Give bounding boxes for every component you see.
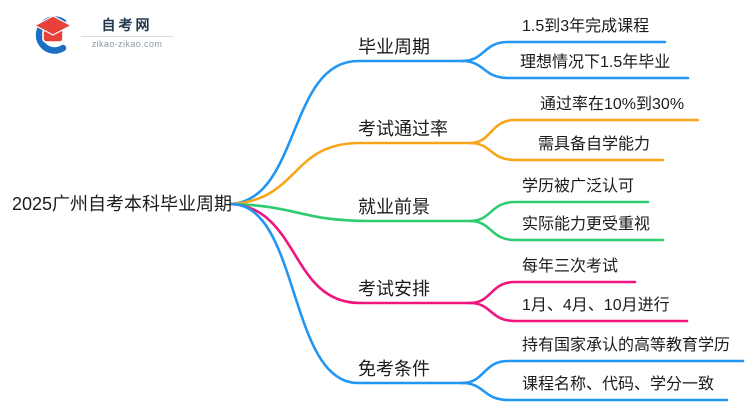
root-node: 2025广州自考本科毕业周期 — [12, 194, 233, 214]
leaf-graduation-cycle-1: 1.5到3年完成课程 — [522, 18, 650, 35]
branch-exemption: 免考条件 — [358, 359, 430, 379]
leaf-line-exemption-2 — [460, 381, 729, 402]
branch-line-pass-rate — [229, 141, 472, 206]
branch-graduation-cycle: 毕业周期 — [358, 37, 430, 57]
site-logo: 自考网 zikao-zikao.com — [30, 11, 173, 55]
leaf-exam-schedule-1: 每年三次考试 — [522, 258, 619, 275]
leaf-line-job-prospects-2 — [468, 219, 665, 242]
leaf-line-exam-schedule-1 — [468, 280, 637, 305]
leaf-line-exam-schedule-2 — [468, 301, 689, 323]
branch-job-prospects: 就业前景 — [358, 197, 430, 217]
branch-pass-rate: 考试通过率 — [358, 119, 448, 139]
logo-divider — [81, 36, 173, 37]
logo-cap-board-shape — [33, 15, 73, 36]
logo-title: 自考网 — [101, 17, 153, 33]
branch-line-job-prospects — [229, 202, 472, 223]
leaf-exemption-1: 持有国家承认的高等教育学历 — [522, 337, 731, 354]
leaf-pass-rate-1: 通过率在10%到30% — [540, 96, 685, 113]
branch-line-exemption — [229, 202, 464, 385]
leaf-job-prospects-1: 学历被广泛认可 — [522, 178, 635, 195]
logo-text-block: 自考网 zikao-zikao.com — [81, 16, 173, 50]
leaf-exemption-2: 课程名称、代码、学分一致 — [522, 376, 715, 393]
leaf-line-exemption-1 — [460, 359, 745, 385]
leaf-job-prospects-2: 实际能力更受重视 — [522, 216, 651, 233]
branch-line-exam-schedule — [229, 202, 472, 305]
graduation-cap-logo-icon — [33, 15, 73, 54]
branch-line-graduation-cycle — [229, 59, 464, 206]
leaf-pass-rate-2: 需具备自学能力 — [538, 136, 651, 153]
leaf-line-graduation-cycle-2 — [460, 59, 690, 80]
leaf-line-pass-rate-1 — [468, 118, 700, 145]
leaf-line-pass-rate-2 — [468, 141, 665, 162]
leaf-exam-schedule-2: 1月、4月、10月进行 — [522, 297, 670, 314]
logo-domain: zikao-zikao.com — [91, 39, 163, 49]
leaf-graduation-cycle-2: 理想情况下1.5年毕业 — [520, 54, 671, 71]
branch-exam-schedule: 考试安排 — [358, 279, 430, 299]
